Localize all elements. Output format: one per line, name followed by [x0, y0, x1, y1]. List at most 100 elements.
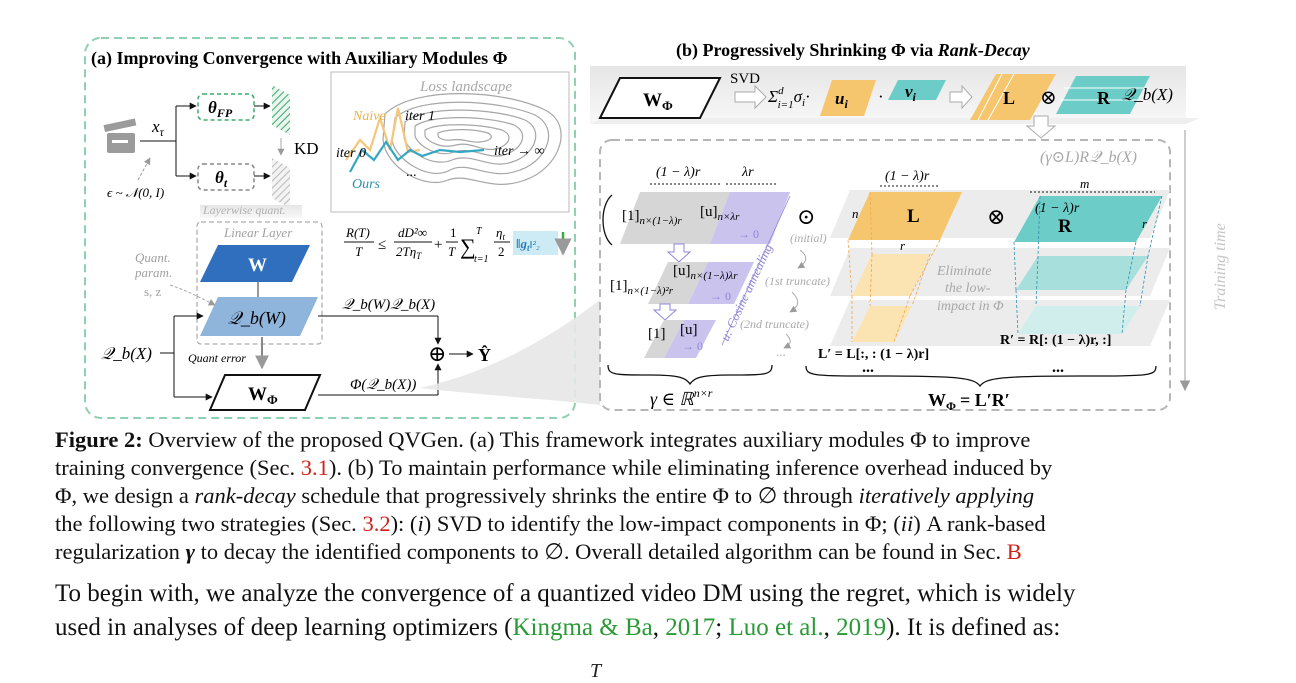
l-block-main [848, 192, 962, 240]
svg-text:T: T [355, 244, 363, 259]
qbw-block [200, 297, 318, 336]
l-main-label: L [907, 206, 920, 227]
panel-a-border [84, 37, 576, 419]
caption-line-3: Φ, we design a rank-decay schedule that … [55, 483, 1035, 508]
otimes-top: ⊗ [1040, 87, 1057, 109]
cite-luo-year[interactable]: 2019 [836, 614, 887, 641]
v-i-label: vi [905, 82, 917, 104]
odot-symbol: ⊙ [797, 204, 815, 229]
ref-3-2-link[interactable]: 3.2 [362, 511, 391, 536]
iter-inf-label: iter → ∞ [494, 144, 544, 159]
linear-layer-label: Linear Layer [223, 225, 293, 240]
row1-left-label: [1]n×(1−λ)r [622, 208, 682, 227]
down-arrow-top [1025, 115, 1057, 139]
gamma-brace-left [602, 194, 613, 246]
iter1-label: iter 1 [405, 109, 435, 124]
row1-right-label: [u]n×λr [700, 204, 740, 223]
panel-b: (b) Progressively Shrinking Φ via Rank-D… [590, 40, 1229, 413]
gamma-space-label: γ ∈ ℝn×r [650, 386, 713, 409]
dim-1-lambda-r: (1 − λ)r [656, 165, 701, 180]
body-line-1: To begin with, we analyze the convergenc… [55, 580, 1076, 607]
panel-a: (a) Improving Convergence with Auxiliary… [84, 37, 600, 419]
r-block-mid [1016, 256, 1148, 290]
theta-t-label: θt [215, 168, 228, 190]
svd-arrow [734, 84, 767, 110]
quant-error-label: Quant error [188, 351, 246, 365]
caption-label: Figure 2: [55, 427, 143, 452]
gamma-brace-bottom [607, 364, 773, 386]
svg-text:+: + [434, 237, 442, 253]
l-dim-label: (1 − λ)r [885, 169, 930, 184]
gamma-row2-lav [688, 262, 754, 304]
quant-param-label-2: param. [134, 265, 172, 280]
gamma-row1-lav [710, 192, 790, 244]
ours-label: Ours [352, 177, 381, 192]
gamma-row3-lav [664, 320, 716, 358]
r-ellipsis: ... [1052, 359, 1064, 376]
eliminate-label-2: the low- [945, 281, 991, 296]
dim-lambda-r: λr [741, 165, 754, 180]
w-phi-eq-label: WΦ= L′R′ [928, 390, 1010, 413]
r-projection-lines [1013, 195, 1163, 335]
svg-text:dD²∞: dD²∞ [398, 225, 427, 240]
naive-path [345, 107, 421, 161]
quant-param-label-3: s, z [144, 284, 162, 299]
svg-text:2: 2 [498, 244, 505, 259]
layerwise-quant-label: Layerwise quant. [202, 203, 286, 217]
otimes-main: ⊗ [987, 204, 1005, 229]
gamma-row3-grey [644, 320, 684, 358]
theta-t-box [197, 163, 255, 191]
fp-feature-map [272, 85, 290, 135]
ref-b-link[interactable]: B [1006, 539, 1022, 564]
theta-fp-label: θFP [208, 98, 233, 120]
row2-right-label: [u]n×(1−λ)λr [673, 263, 738, 282]
video-clapper-icon [103, 118, 137, 153]
noise-arrow [137, 157, 151, 181]
svg-text:t=1: t=1 [474, 254, 489, 265]
r-top-label: R [1097, 88, 1111, 108]
l-block-line [977, 73, 1003, 121]
second-trunc-label: (2nd truncate) [740, 317, 809, 331]
qbx-input-label: 𝒬_b(X) [101, 344, 152, 363]
l-top-label: L [1003, 88, 1015, 108]
row3-right-label: [u] [680, 322, 698, 338]
r-main-label: R [1058, 216, 1072, 237]
svg-text:≤: ≤ [378, 237, 386, 253]
svg-text:T: T [476, 226, 483, 237]
row1-to-zero: → 0 [738, 227, 759, 241]
cut-off-glyph: T [590, 660, 602, 682]
r-dim-label-l: r [900, 238, 906, 253]
svd-label: SVD [730, 71, 760, 87]
figure-2: (a) Improving Convergence with Auxiliary… [84, 37, 1229, 419]
qbx-top-label: 𝒬_b(X) [1122, 85, 1173, 104]
curve-arrow-1 [797, 249, 807, 269]
svg-text:ηt: ηt [496, 225, 505, 242]
row3-to-zero: → 0 [682, 339, 703, 353]
w-phi-label: WΦ [248, 384, 278, 407]
quant-param-arrow [169, 284, 216, 306]
svg-text:R(T): R(T) [345, 225, 370, 240]
cite-kingma-ba[interactable]: Kingma & Ba [512, 614, 653, 641]
cite-kingma-year[interactable]: 2017 [665, 614, 716, 641]
ours-path [349, 140, 485, 173]
gamma-down-arrow-1 [666, 243, 692, 263]
l-projection-lines [847, 191, 941, 343]
loss-landscape-title: Loss landscape [419, 79, 512, 95]
cite-luo[interactable]: Luo et al. [728, 614, 824, 641]
n-label: n [852, 206, 859, 221]
ref-3-1-link[interactable]: 3.1 [300, 455, 329, 480]
svg-text:1: 1 [450, 225, 457, 240]
naive-label: Naive [352, 109, 386, 124]
layerwise-quant-shadow [200, 205, 302, 218]
t-feature-map [272, 158, 290, 208]
gamma-ellipsis: ... [776, 344, 786, 359]
r-block-top [1056, 76, 1150, 114]
r-prime-label: R′ = R[: (1 − λ)r, :] [1000, 333, 1111, 348]
l-block-bot [852, 306, 912, 342]
u-i-block [820, 80, 876, 116]
svg-text:T: T [448, 244, 456, 259]
panel-b-title: (b) Progressively Shrinking Φ via Rank-D… [676, 40, 1031, 61]
iter0-label: iter 0 [336, 146, 366, 161]
quant-param-label-1: Quant. [135, 250, 171, 265]
